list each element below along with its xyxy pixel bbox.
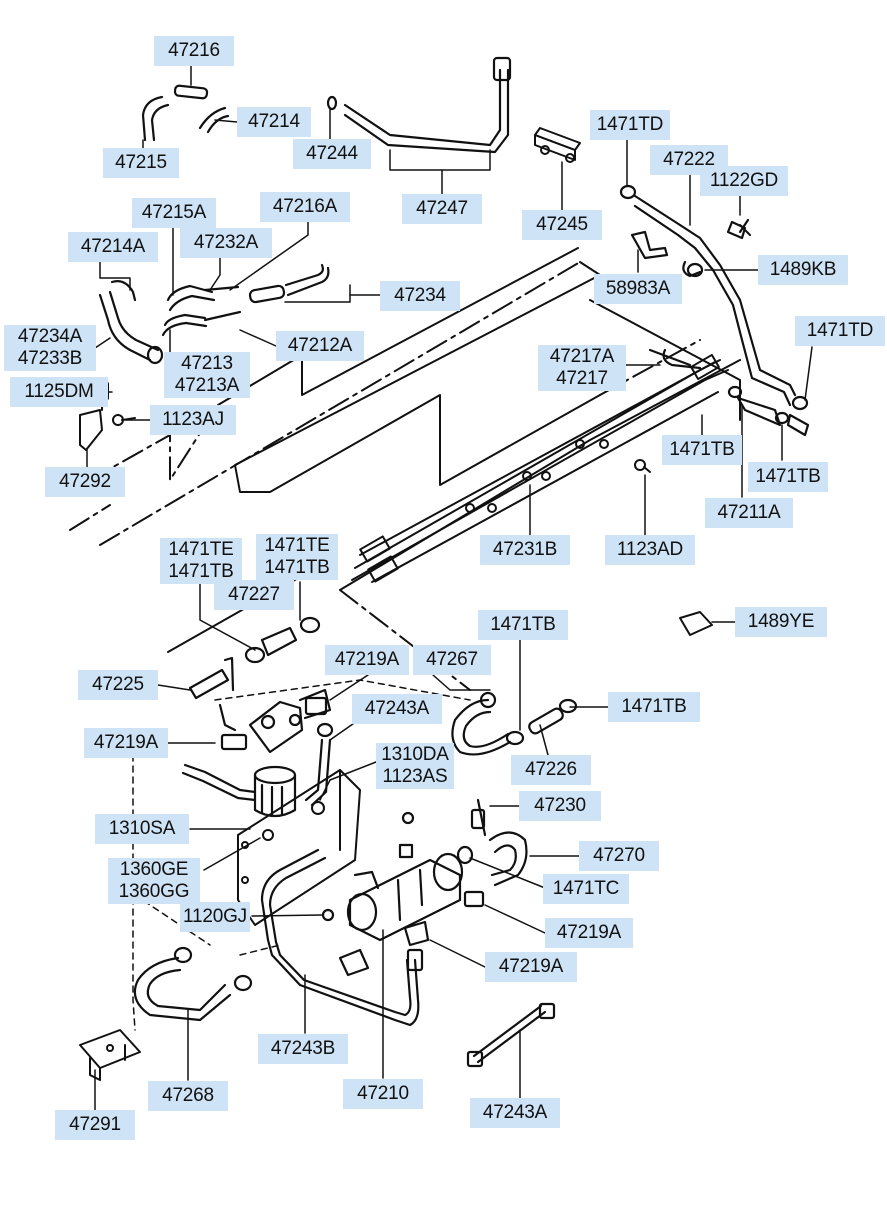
part-label-1123AD[interactable]: 1123AD bbox=[605, 535, 695, 565]
part-label-47213-47213A[interactable]: 47213 47213A bbox=[164, 352, 250, 398]
part-label-1471TD-right[interactable]: 1471TD bbox=[795, 316, 885, 346]
part-label-1471TB-d[interactable]: 1471TB bbox=[608, 692, 700, 722]
hoses-right-middle bbox=[451, 691, 578, 837]
right-side-lines bbox=[619, 184, 810, 437]
part-label-47243A-b[interactable]: 47243A bbox=[470, 1098, 560, 1128]
main-fuel-pipes bbox=[351, 353, 729, 583]
part-label-47243B[interactable]: 47243B bbox=[258, 1034, 348, 1064]
part-label-47216A[interactable]: 47216A bbox=[260, 192, 350, 222]
part-label-47292[interactable]: 47292 bbox=[45, 467, 125, 497]
part-label-47230[interactable]: 47230 bbox=[519, 791, 601, 821]
line-47243A-bottom bbox=[466, 1002, 556, 1068]
part-label-47226[interactable]: 47226 bbox=[511, 755, 591, 785]
left-hose-cluster bbox=[98, 263, 330, 365]
connector-47245 bbox=[534, 127, 581, 163]
part-label-1310SA[interactable]: 1310SA bbox=[95, 814, 189, 844]
hose-47268 bbox=[133, 946, 253, 1022]
part-label-47219A-c[interactable]: 47219A bbox=[545, 918, 633, 948]
middle-hoses bbox=[181, 616, 321, 802]
part-label-47210[interactable]: 47210 bbox=[343, 1079, 423, 1109]
small-parts bbox=[634, 224, 751, 636]
part-label-1471TB-c[interactable]: 1471TB bbox=[478, 610, 568, 640]
part-label-47268[interactable]: 47268 bbox=[148, 1081, 228, 1111]
hose-47243B bbox=[260, 848, 424, 1027]
part-label-47225[interactable]: 47225 bbox=[78, 670, 158, 700]
part-label-1471TE-1471TB-right[interactable]: 1471TE 1471TB bbox=[256, 534, 338, 580]
part-label-47216[interactable]: 47216 bbox=[154, 36, 234, 66]
part-label-47243A-a[interactable]: 47243A bbox=[352, 694, 442, 724]
part-label-1125DM[interactable]: 1125DM bbox=[10, 377, 108, 407]
part-label-1123AJ[interactable]: 1123AJ bbox=[150, 405, 236, 435]
part-label-47232A[interactable]: 47232A bbox=[180, 228, 272, 258]
part-label-47219A-b[interactable]: 47219A bbox=[84, 728, 168, 758]
part-label-47227[interactable]: 47227 bbox=[214, 580, 294, 610]
part-label-1310DA-1123AS[interactable]: 1310DA 1123AS bbox=[376, 743, 454, 789]
part-label-47217A-47217[interactable]: 47217A 47217 bbox=[538, 345, 626, 391]
part-label-47215[interactable]: 47215 bbox=[103, 148, 179, 178]
part-label-47214[interactable]: 47214 bbox=[237, 107, 311, 137]
fuel-filter bbox=[248, 688, 334, 818]
part-label-47215A[interactable]: 47215A bbox=[132, 198, 216, 228]
part-label-1471TC[interactable]: 1471TC bbox=[543, 874, 629, 904]
part-label-1122GD[interactable]: 1122GD bbox=[700, 166, 788, 196]
mounting-plate bbox=[237, 769, 361, 926]
part-label-47222[interactable]: 47222 bbox=[650, 145, 728, 175]
part-label-47219A-d[interactable]: 47219A bbox=[485, 952, 577, 982]
part-label-47267[interactable]: 47267 bbox=[413, 645, 491, 675]
part-label-1489KB[interactable]: 1489KB bbox=[758, 255, 848, 285]
part-label-47231B[interactable]: 47231B bbox=[480, 535, 570, 565]
part-label-1471TD-top[interactable]: 1471TD bbox=[590, 110, 670, 140]
hose-47270 bbox=[456, 831, 528, 908]
part-label-1471TB-b[interactable]: 1471TB bbox=[748, 462, 828, 492]
part-label-1120GJ[interactable]: 1120GJ bbox=[180, 902, 250, 932]
part-label-47270[interactable]: 47270 bbox=[579, 841, 659, 871]
top-left-hoses bbox=[141, 56, 512, 154]
part-label-1360GE-1360GG[interactable]: 1360GE 1360GG bbox=[108, 858, 200, 904]
part-label-47211A[interactable]: 47211A bbox=[705, 498, 793, 528]
part-label-58983A[interactable]: 58983A bbox=[594, 274, 682, 304]
part-label-47245[interactable]: 47245 bbox=[522, 210, 602, 240]
part-label-47244[interactable]: 47244 bbox=[293, 139, 371, 169]
part-label-1471TB-a[interactable]: 1471TB bbox=[662, 435, 742, 465]
part-label-47247[interactable]: 47247 bbox=[402, 194, 482, 224]
part-label-1489YE[interactable]: 1489YE bbox=[735, 607, 827, 637]
part-label-47212A[interactable]: 47212A bbox=[276, 331, 364, 361]
part-label-47214A[interactable]: 47214A bbox=[68, 232, 158, 262]
fuel-pump bbox=[321, 811, 464, 977]
part-label-47234[interactable]: 47234 bbox=[380, 281, 460, 311]
part-label-47234A-47233B[interactable]: 47234A 47233B bbox=[4, 325, 96, 371]
part-label-47219A-a[interactable]: 47219A bbox=[325, 645, 409, 675]
part-label-47291[interactable]: 47291 bbox=[55, 1110, 135, 1140]
part-label-1471TE-1471TB-left[interactable]: 1471TE 1471TB bbox=[160, 538, 242, 584]
